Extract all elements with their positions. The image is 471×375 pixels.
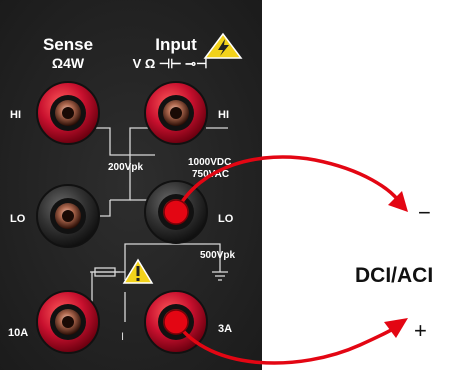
lo-right-label: LO [218, 213, 234, 225]
measurement-label: DCI/ACI [355, 264, 433, 287]
jack-sense-lo[interactable] [36, 184, 100, 248]
jack-input-hi[interactable] [144, 81, 208, 145]
hi-left-label: HI [10, 109, 21, 121]
rating-1000vdc: 1000VDC [188, 157, 231, 168]
sense-subtitle: Ω4W [52, 55, 85, 71]
test-lead-negative [163, 155, 408, 225]
test-lead-positive [163, 309, 408, 365]
sense-title: Sense [43, 35, 93, 54]
label-10a: 10A [8, 327, 28, 339]
jack-sense-hi[interactable] [36, 81, 100, 145]
lo-left-label: LO [10, 213, 26, 225]
high-voltage-warning-icon [203, 32, 243, 59]
ground-icon [212, 262, 228, 281]
label-i: I [121, 331, 124, 343]
input-subtitle: V Ω ⊣⊢ ⊸⊣ [133, 56, 208, 71]
caution-warning-icon [122, 258, 154, 284]
fuse-icon [90, 267, 120, 277]
jack-10a[interactable] [36, 290, 100, 354]
hi-right-label: HI [218, 109, 229, 121]
input-title: Input [155, 35, 197, 54]
label-3a: 3A [218, 323, 232, 335]
rating-500vpk: 500Vpk [200, 250, 235, 261]
plus-sign: + [414, 318, 427, 343]
minus-sign: − [418, 200, 431, 225]
rating-200vpk: 200Vpk [108, 162, 143, 173]
